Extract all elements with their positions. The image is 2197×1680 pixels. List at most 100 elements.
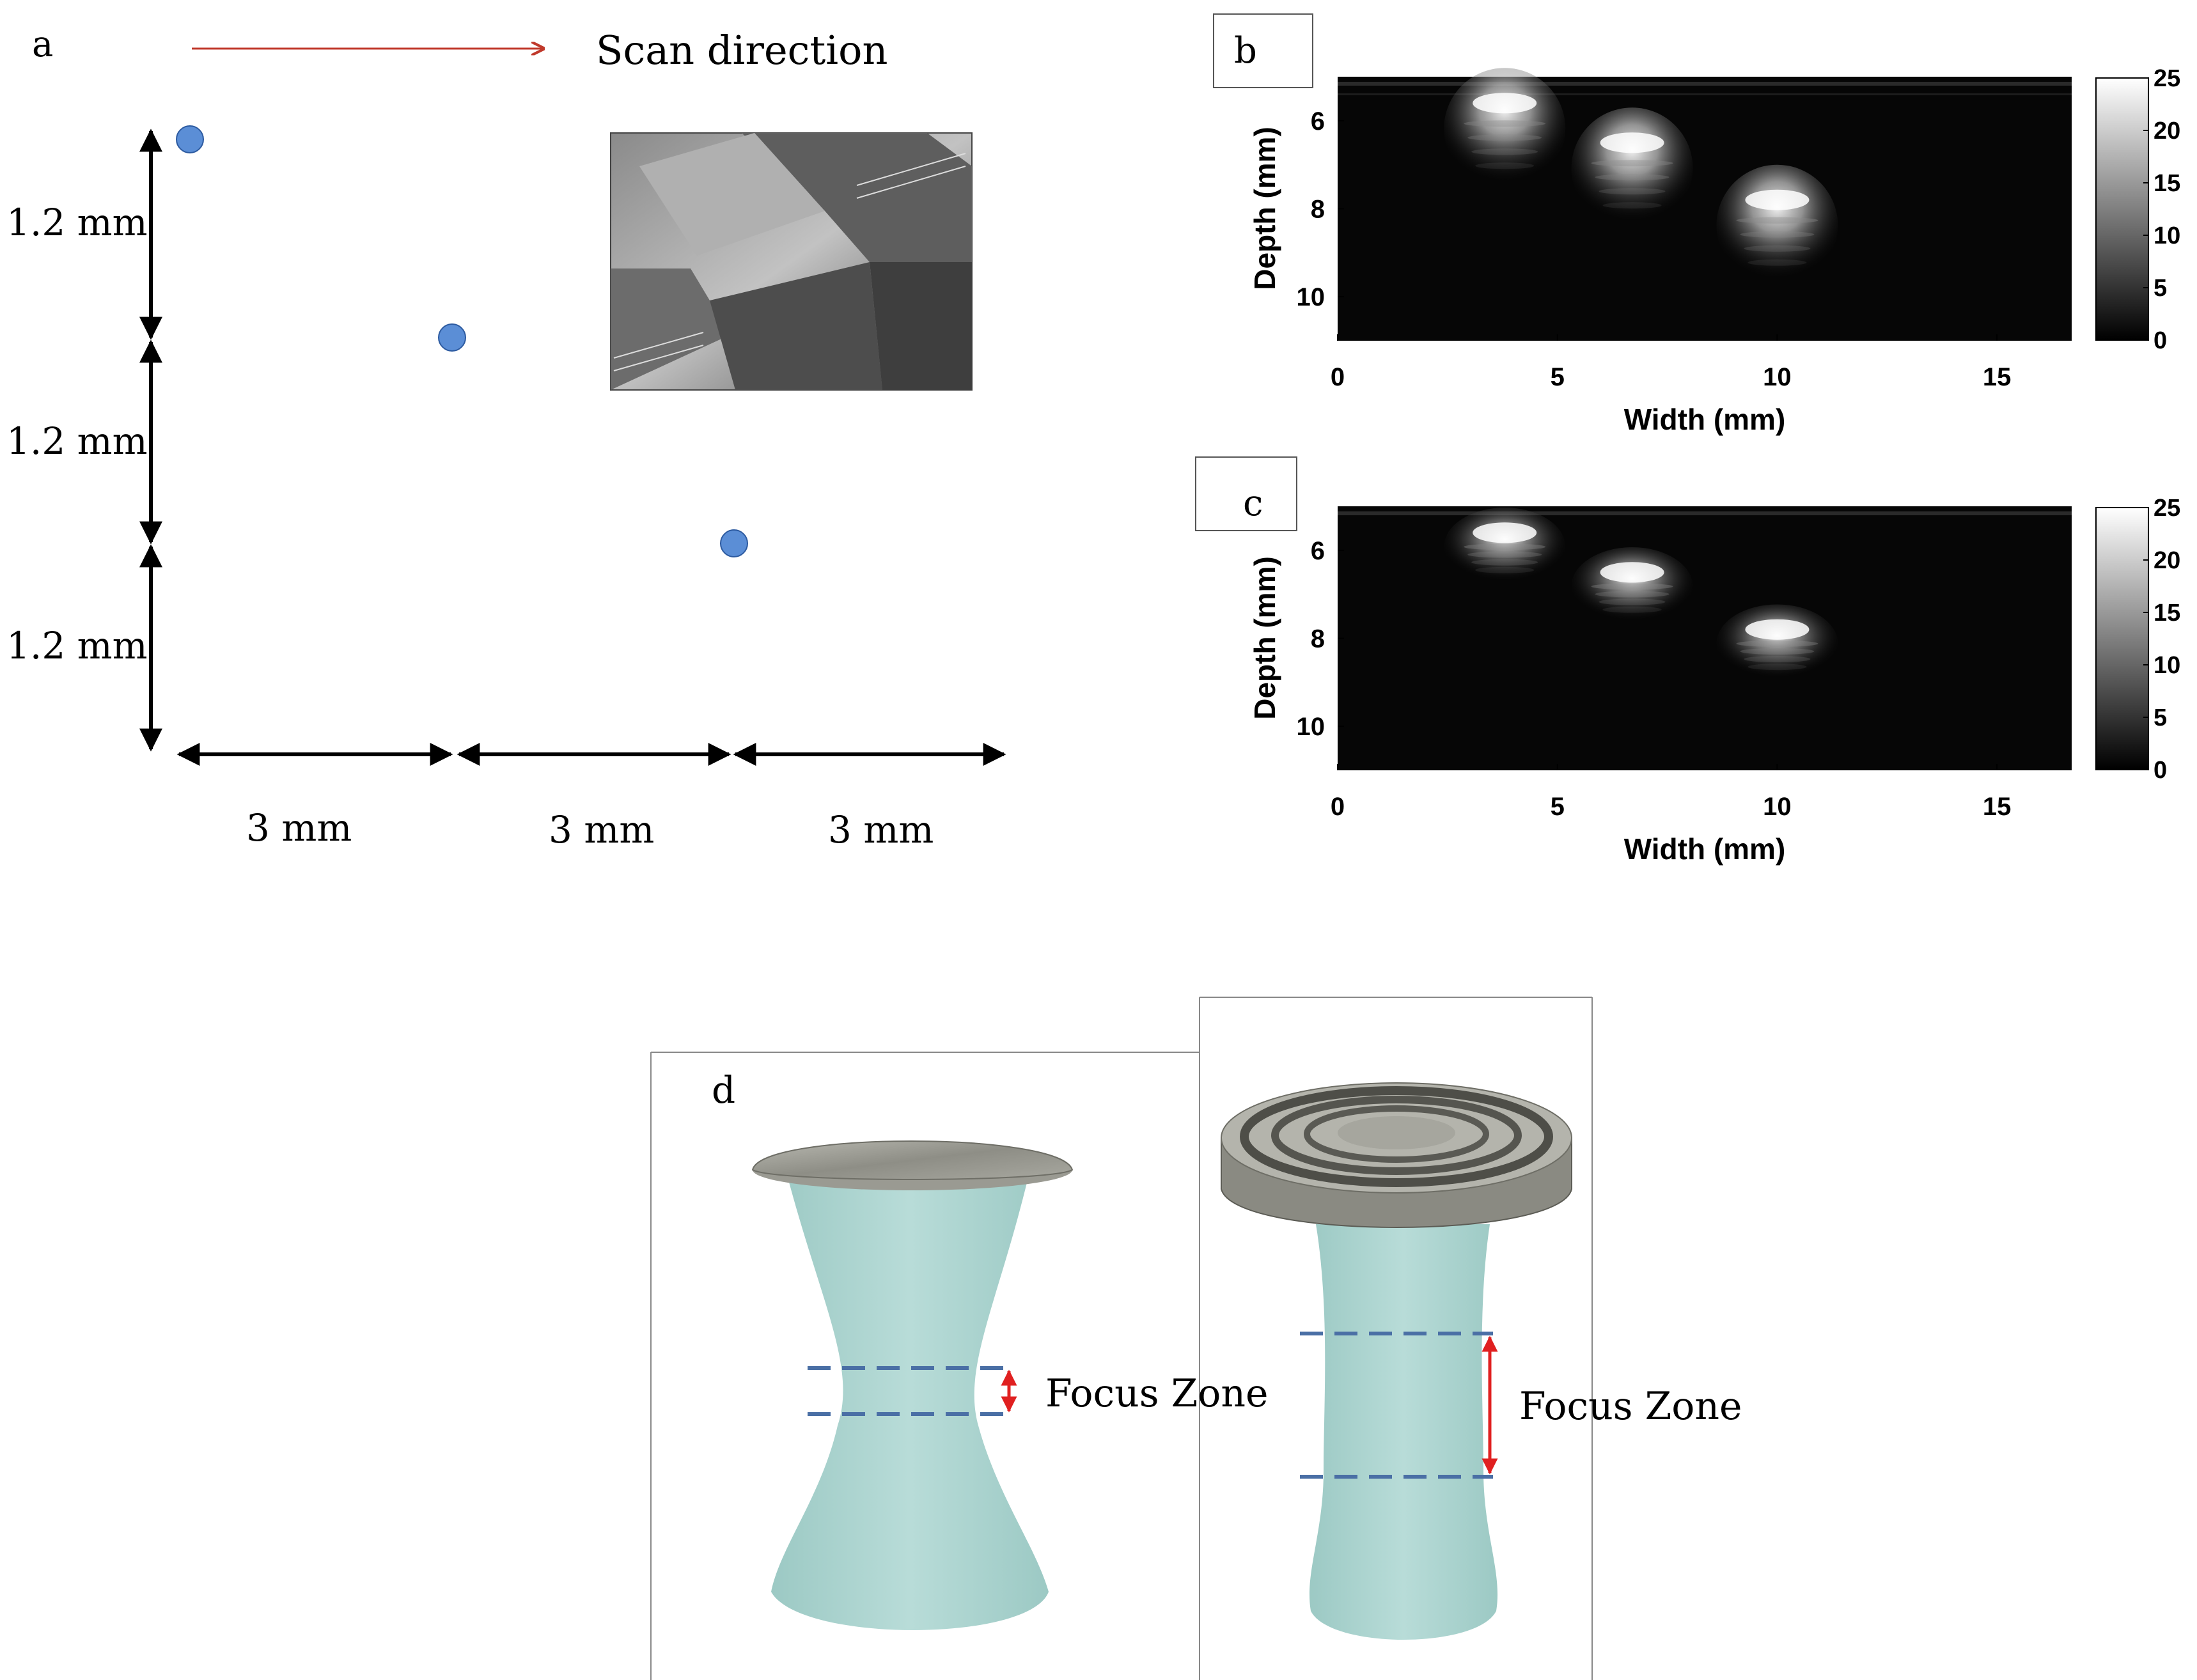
y-tick-label: 6 — [1311, 107, 1325, 136]
reflector-core — [1473, 522, 1537, 543]
panel-c-yticks: 6 8 10 — [1297, 537, 1344, 741]
reflector-spot — [1571, 107, 1693, 229]
vertical-spacing-label: 1.2 mm — [6, 419, 148, 463]
beam-elongated — [1309, 1224, 1498, 1640]
panel-b-colorbar-ticks: 25 20 15 10 5 0 — [2143, 65, 2180, 354]
reflector-sidelobe — [1599, 598, 1666, 605]
panel-c-label-box — [1195, 456, 1297, 531]
reflector-spot — [1716, 164, 1838, 286]
reflector-sidelobe — [1602, 202, 1662, 209]
vertical-spacing-label: 1.2 mm — [6, 624, 148, 667]
beam-hourglass — [771, 1178, 1049, 1630]
x-tick-label: 10 — [1763, 363, 1792, 391]
panel-d-label: d — [712, 1068, 735, 1112]
reflector-sidelobe — [1467, 134, 1542, 141]
panel-b-label: b — [1234, 30, 1257, 72]
reflector-sidelobe — [1747, 259, 1807, 266]
reflector-core — [1745, 189, 1810, 210]
panel-b-xticks: 0 5 10 15 — [1331, 334, 2012, 391]
reflector-core — [1745, 619, 1810, 640]
reflector-sidelobe — [1744, 245, 1811, 252]
vertical-spacing-label: 1.2 mm — [6, 201, 148, 244]
reflector-spot — [1716, 604, 1838, 683]
x-tick-label: 5 — [1551, 363, 1565, 391]
reflector-spot — [1444, 68, 1566, 190]
reflector-sidelobe — [1736, 640, 1818, 647]
y-tick-label: 8 — [1311, 196, 1325, 224]
panel-d: d Focus Zone Focus Zone — [650, 997, 1742, 1680]
panel-a-label: a — [32, 24, 53, 65]
reflector-core — [1600, 562, 1664, 583]
y-tick-label: 8 — [1311, 625, 1325, 653]
horizontal-spacing-label: 3 mm — [549, 808, 654, 852]
reflector-sidelobe — [1595, 591, 1669, 598]
panel-b-xlabel: Width (mm) — [1624, 403, 1786, 436]
reflector-sidelobe — [1740, 648, 1815, 655]
reflector-spot — [1571, 547, 1693, 626]
horizontal-spacing-label: 3 mm — [828, 808, 934, 852]
colorbar-tick-label: 5 — [2154, 704, 2167, 731]
colorbar-tick-label: 10 — [2154, 652, 2180, 679]
x-tick-label: 15 — [1983, 363, 2012, 391]
scan-direction-label: Scan direction — [596, 27, 887, 74]
y-tick-label: 10 — [1297, 283, 1325, 311]
single-element-transducer: Focus Zone — [751, 1140, 1269, 1630]
colorbar-tick-label: 15 — [2154, 170, 2180, 197]
reflector-sidelobe — [1599, 188, 1666, 195]
x-tick-label: 10 — [1763, 793, 1792, 821]
reflector-sidelobe — [1467, 551, 1542, 558]
panel-c: c Depth (mm) 6 8 10 0 5 10 15 Width (mm) 25 20… — [1195, 456, 2180, 866]
panel-b-yticks: 6 8 10 — [1297, 107, 1344, 311]
panel-c-colorbar — [2095, 507, 2149, 770]
reflector-sidelobe — [1747, 664, 1807, 671]
y-tick-label: 10 — [1297, 713, 1325, 741]
reflector-sidelobe — [1471, 559, 1538, 566]
panel-a: a Scan direction 1.2 mm 1.2 mm 1.2 mm — [6, 24, 1006, 852]
reflector-sidelobe — [1591, 160, 1673, 167]
colorbar-tick-label: 0 — [2154, 757, 2167, 784]
panel-b-colorbar — [2095, 77, 2149, 341]
panel-c-colorbar-ticks: 25 20 15 10 5 0 — [2143, 495, 2180, 784]
panel-c-xticks: 0 5 10 15 — [1331, 764, 2012, 821]
x-tick-label: 5 — [1551, 793, 1565, 821]
reflector-sidelobe — [1602, 606, 1662, 613]
x-tick-label: 15 — [1983, 793, 2012, 821]
horizontal-spacing-label: 3 mm — [246, 806, 352, 850]
reflector-core — [1600, 132, 1664, 153]
panel-b-reflectors — [1444, 68, 1838, 286]
reflector-core — [1473, 93, 1537, 114]
colorbar-tick-label: 5 — [2154, 275, 2167, 302]
focus-zone-label: Focus Zone — [1045, 1371, 1269, 1416]
panel-b-label-box — [1213, 13, 1313, 88]
x-tick-label: 0 — [1331, 793, 1345, 821]
x-tick-label: 0 — [1331, 363, 1345, 391]
target-point — [438, 323, 466, 352]
panel-c-label: c — [1243, 483, 1263, 524]
target-point — [720, 529, 748, 557]
specimen-photo — [610, 132, 973, 391]
colorbar-tick-label: 25 — [2154, 65, 2180, 92]
reflector-spot — [1444, 508, 1566, 586]
target-point — [176, 125, 204, 153]
reflector-sidelobe — [1475, 566, 1535, 573]
reflector-sidelobe — [1471, 148, 1538, 155]
reflector-sidelobe — [1740, 231, 1815, 238]
panel-b: b Depth (mm) 6 8 10 0 5 10 15 Width (mm) 25 20… — [1213, 13, 2180, 436]
colorbar-tick-label: 20 — [2154, 118, 2180, 144]
colorbar-tick-label: 10 — [2154, 222, 2180, 249]
colorbar-tick-label: 25 — [2154, 495, 2180, 522]
panel-c-xlabel: Width (mm) — [1624, 832, 1786, 866]
colorbar-tick-label: 15 — [2154, 600, 2180, 626]
panel-b-ylabel: Depth (mm) — [1248, 127, 1281, 290]
reflector-sidelobe — [1475, 162, 1535, 169]
reflector-sidelobe — [1595, 174, 1669, 181]
panel-c-ylabel: Depth (mm) — [1248, 556, 1281, 720]
panel-c-reflectors — [1444, 508, 1838, 683]
colorbar-tick-label: 0 — [2154, 327, 2167, 354]
colorbar-tick-label: 20 — [2154, 547, 2180, 574]
y-tick-label: 6 — [1311, 537, 1325, 565]
reflector-sidelobe — [1464, 120, 1546, 127]
focus-zone-label: Focus Zone — [1519, 1384, 1742, 1429]
reflector-sidelobe — [1736, 217, 1818, 224]
